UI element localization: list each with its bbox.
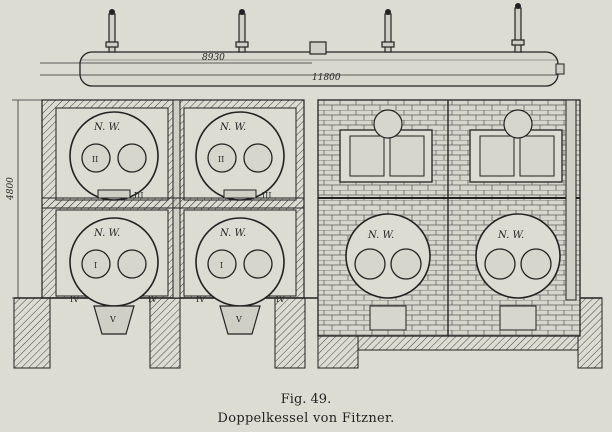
label-lower-boiler-1: I [94, 261, 97, 270]
boiler-mark-right-lower-2: N. W. [497, 230, 524, 241]
right-lower-boiler-2 [475, 213, 561, 331]
label-lower-side-4: IV [276, 295, 285, 304]
figure-number: Fig. 49. [280, 392, 332, 407]
label-upper-boiler-2: II [218, 155, 224, 164]
dimension-lines [12, 62, 558, 299]
label-upper-firebox-2: III [262, 191, 271, 200]
boiler-mark-left-upper-1: N. W. [93, 122, 120, 133]
left-upper-boiler-2 [195, 111, 285, 201]
label-upper-firebox-1: III [134, 191, 143, 200]
label-lower-side-2: IV [148, 295, 157, 304]
boiler-mark-left-upper-2: N. W. [219, 122, 246, 133]
boiler-mark-right-lower-1: N. W. [367, 230, 394, 241]
left-lower-boiler-2 [195, 217, 285, 335]
dimension-height: 4800 [6, 177, 16, 201]
label-lower-boiler-2: I [220, 261, 223, 270]
label-lower-firebox-1: V [109, 315, 116, 324]
figure-title: Doppelkessel von Fitzner. [217, 411, 395, 426]
left-lower-boiler-1 [69, 217, 159, 335]
label-upper-boiler-1: II [92, 155, 98, 164]
right-lower-boiler-1 [345, 213, 431, 331]
right-elevation [317, 99, 581, 337]
steam-collector [79, 3, 565, 87]
boiler-mark-left-lower-2: N. W. [219, 228, 246, 239]
dimension-total-length: 11800 [312, 73, 341, 83]
label-lower-side-1: IV [70, 295, 79, 304]
left-upper-boiler-1 [69, 111, 159, 201]
label-lower-side-3: IV [196, 295, 205, 304]
boiler-mark-left-lower-1: N. W. [93, 228, 120, 239]
dimension-pipe-length: 8930 [202, 53, 225, 63]
label-lower-firebox-2: V [235, 315, 242, 324]
